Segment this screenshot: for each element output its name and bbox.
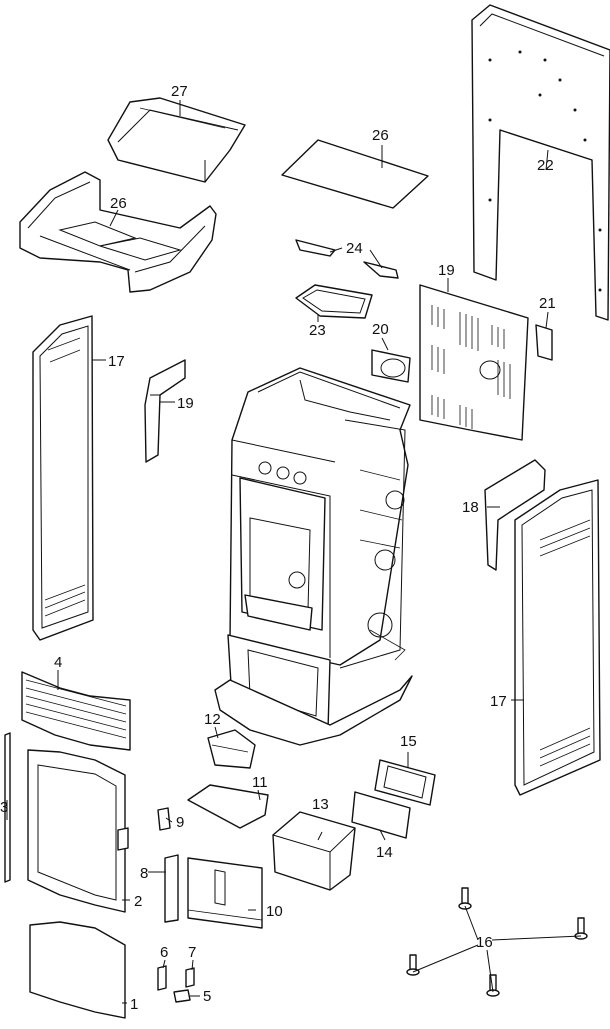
label-19: 19	[177, 395, 194, 412]
part-14-plate	[351, 791, 411, 839]
part-17-left-side-panel	[32, 315, 94, 641]
part-17-right-side-panel	[514, 479, 601, 796]
label-13: 13	[312, 796, 329, 813]
part-25-hinges	[295, 239, 399, 279]
leader-lines	[6, 100, 582, 1004]
part-23-rear-panel	[471, 4, 610, 321]
label-5: 5	[203, 988, 211, 1005]
part-27-top-frame	[19, 171, 217, 293]
label-22: 21	[539, 295, 556, 312]
part-16-feet	[406, 887, 588, 997]
label-12: 12	[204, 711, 221, 728]
label-9: 9	[176, 814, 184, 831]
label-16: 16	[476, 934, 493, 951]
label-23: 22	[537, 157, 554, 174]
label-6: 6	[160, 944, 168, 961]
part-4-front-grille	[21, 671, 131, 751]
part-11-chute	[187, 784, 269, 829]
label-10: 10	[266, 903, 283, 920]
label-25: 24	[346, 240, 363, 257]
label-15: 15	[400, 733, 417, 750]
label-3: 3	[0, 799, 8, 816]
part-12-ash-tray	[207, 729, 256, 769]
label-21: 20	[372, 321, 389, 338]
part-22-small-bracket	[535, 324, 553, 361]
label-27: 26	[110, 195, 127, 212]
part-19-bracket	[144, 359, 186, 463]
part-labels: 27 26 17 19 26 24 23 20 22 19 21 18 17 4…	[0, 83, 556, 1013]
part-2-door	[27, 749, 129, 913]
part-15-frame	[374, 759, 436, 806]
label-14: 14	[376, 844, 393, 861]
label-28: 27	[171, 83, 188, 100]
label-8: 8	[140, 865, 148, 882]
label-1: 1	[130, 996, 138, 1013]
part-1-front-cover	[29, 921, 126, 1019]
panel-holes	[488, 50, 602, 292]
label-17-right: 17	[490, 693, 507, 710]
part-9-latch	[157, 807, 171, 831]
label-18: 18	[462, 499, 479, 516]
label-7: 7	[188, 944, 196, 961]
label-26: 26	[372, 127, 389, 144]
part-28-top-cover	[107, 97, 246, 183]
part-5-clip	[173, 989, 191, 1003]
label-20: 19	[438, 262, 455, 279]
label-11: 11	[252, 774, 268, 791]
part-26-glass-plate	[281, 139, 429, 209]
part-20-louvred-panel	[419, 284, 529, 441]
stove-body	[214, 367, 413, 746]
part-10-panel	[187, 857, 263, 929]
louvre-slots	[431, 305, 511, 429]
label-4: 4	[54, 654, 62, 671]
part-18-side-bracket	[484, 459, 546, 571]
part-13-hopper	[272, 811, 356, 891]
part-24-gasket	[295, 284, 373, 319]
part-6-small-part	[157, 965, 167, 991]
label-17-left: 17	[108, 353, 125, 370]
label-2: 2	[134, 893, 142, 910]
part-8-upright	[164, 854, 179, 923]
part-7-small-part	[185, 967, 195, 988]
part-21-flue-plate	[371, 349, 411, 383]
label-24: 23	[309, 322, 326, 339]
